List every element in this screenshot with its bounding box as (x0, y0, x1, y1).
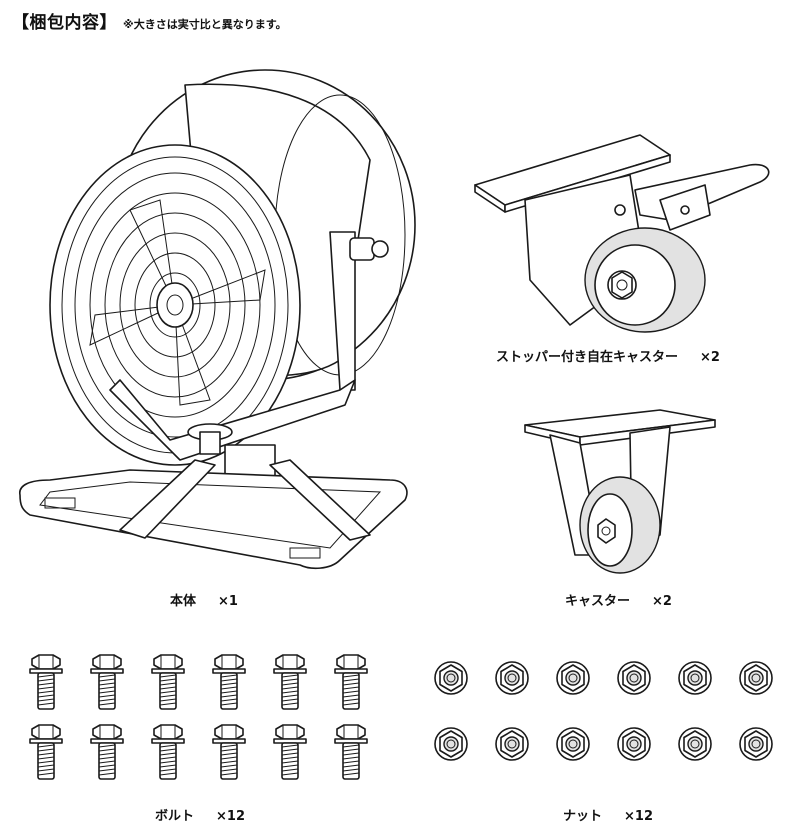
bolt-icon (212, 724, 246, 780)
bolt-grid (28, 653, 378, 783)
bolt-name: ボルト (155, 809, 195, 824)
scale-note: ※大きさは実寸比と異なります。 (123, 18, 287, 31)
bolt-icon (151, 654, 185, 710)
page-header: 【梱包内容】 ※大きさは実寸比と異なります。 (12, 8, 287, 33)
bolt-icon (334, 724, 368, 780)
nut-icon (556, 727, 590, 761)
nut-icon (556, 661, 590, 695)
nut-icon (434, 727, 468, 761)
bolt-icon (90, 724, 124, 780)
nut-label: ナット ×12 (563, 805, 653, 824)
fan-main-unit-illustration (19, 69, 416, 570)
caster-label: キャスター ×2 (565, 590, 672, 609)
bolt-icon (29, 724, 63, 780)
caster-qty: ×2 (652, 594, 672, 609)
nut-name: ナット (563, 809, 603, 824)
stopper-caster-name: ストッパー付き自在キャスター (496, 350, 679, 365)
bolt-icon (273, 724, 307, 780)
bolt-qty: ×12 (216, 809, 245, 824)
nut-icon (739, 727, 773, 761)
stopper-caster-label: ストッパー付き自在キャスター ×2 (496, 346, 720, 365)
bolt-icon (90, 654, 124, 710)
stopper-caster-qty: ×2 (700, 350, 720, 365)
nut-icon (495, 727, 529, 761)
nut-icon (617, 661, 651, 695)
main-unit-name: 本体 (170, 594, 197, 609)
bolt-icon (334, 654, 368, 710)
nut-icon (617, 727, 651, 761)
bolt-icon (212, 654, 246, 710)
bolt-icon (151, 724, 185, 780)
page-title: 【梱包内容】 (12, 13, 117, 33)
caster-illustration (524, 409, 716, 574)
nut-icon (495, 661, 529, 695)
bolt-icon (273, 654, 307, 710)
nut-icon (434, 661, 468, 695)
bolt-label: ボルト ×12 (155, 805, 245, 824)
main-unit-qty: ×1 (218, 594, 238, 609)
nut-icon (678, 661, 712, 695)
caster-name: キャスター (565, 594, 631, 609)
stopper-caster-illustration (474, 134, 770, 333)
nut-icon (739, 661, 773, 695)
nut-grid (433, 660, 783, 780)
nut-qty: ×12 (624, 809, 653, 824)
main-unit-label: 本体 ×1 (170, 590, 238, 609)
nut-icon (678, 727, 712, 761)
bolt-icon (29, 654, 63, 710)
